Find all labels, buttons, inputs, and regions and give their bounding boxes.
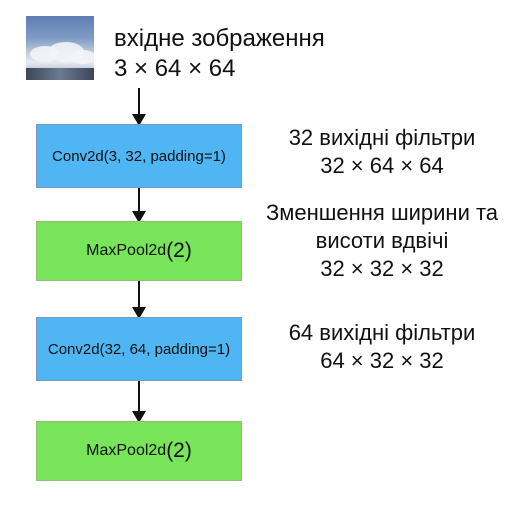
- arrow-input-to-conv1: [132, 88, 146, 126]
- arrow-conv1-to-pool1: [132, 188, 146, 223]
- note-conv1-text: 32 вихідні фільтри: [288, 125, 476, 150]
- arrow-pool1-to-conv2: [132, 281, 146, 319]
- note-conv1-output: 32 вихідні фільтри 32 × 64 × 64: [276, 124, 488, 180]
- layer-conv2d-2-label: Conv2d(32, 64, padding=1): [47, 340, 231, 358]
- note-pool1-output: Зменшення ширини та висоти вдвічі 32 × 3…: [260, 199, 504, 283]
- layer-conv2d-1-label: Conv2d(3, 32, padding=1): [52, 147, 226, 165]
- layer-conv2d-1: Conv2d(3, 32, padding=1): [36, 124, 242, 188]
- layer-maxpool2d-1: MaxPool2d(2): [36, 221, 242, 281]
- note-conv2-shape: 64 × 32 × 32: [320, 348, 444, 373]
- input-caption: вхідне зображення 3 × 64 × 64: [114, 24, 325, 84]
- layer-maxpool2d-2-name: MaxPool2d: [86, 442, 167, 459]
- arrow-conv2-to-pool2: [132, 381, 146, 423]
- layer-conv2d-2: Conv2d(32, 64, padding=1): [36, 317, 242, 381]
- input-shape: 3 × 64 × 64: [114, 55, 236, 82]
- input-image-thumbnail: [26, 16, 94, 80]
- layer-maxpool2d-2: MaxPool2d(2): [36, 421, 242, 481]
- note-pool1-text-line1: Зменшення ширини та: [265, 200, 499, 225]
- note-conv1-shape: 32 × 64 × 64: [320, 153, 444, 178]
- layer-maxpool2d-1-arg: (2): [166, 239, 192, 262]
- note-pool1-shape: 32 × 32 × 32: [320, 256, 444, 281]
- note-conv2-output: 64 вихідні фільтри 64 × 32 × 32: [276, 319, 488, 375]
- note-pool1-text-line2: висоти вдвічі: [315, 228, 449, 253]
- note-conv2-text: 64 вихідні фільтри: [288, 320, 476, 345]
- layer-maxpool2d-2-arg: (2): [166, 439, 192, 462]
- layer-maxpool2d-1-name: MaxPool2d: [86, 242, 167, 259]
- input-label: вхідне зображення: [114, 25, 325, 52]
